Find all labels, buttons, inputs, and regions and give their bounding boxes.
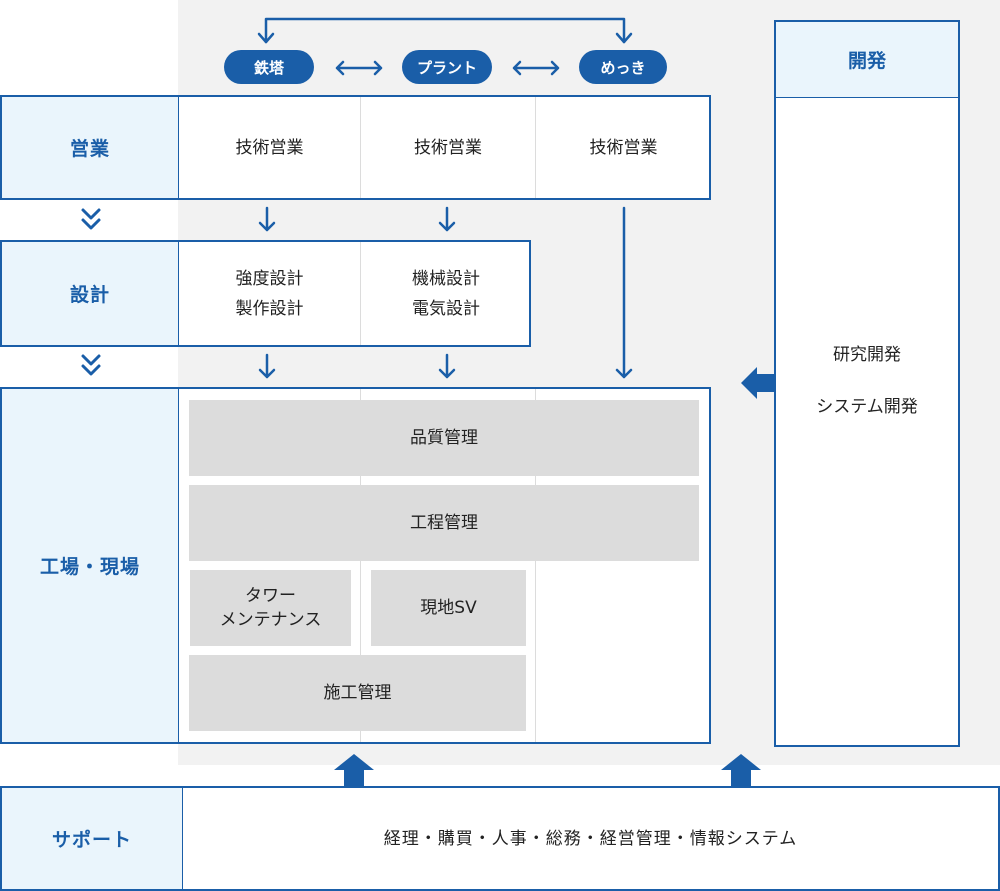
research-development: 研究開発 [833,345,901,365]
divider [360,242,361,345]
development-header: 開発 [776,22,958,98]
divider [360,97,361,198]
double-arrow-2 [512,60,560,76]
arrow-up-bold-2 [721,754,761,786]
arrow-left-bold [741,367,776,399]
factory-row: 工場・現場 品質管理 工程管理 タワー メンテナンス 現地SV 施工管理 [0,387,711,744]
onsite-sv: 現地SV [371,570,526,646]
tech-sales-1: 技術営業 [235,137,304,158]
arrow-plating-to-factory [615,206,633,379]
arrow-sales-to-design-2 [438,206,456,232]
arrow-sales-to-design-1 [258,206,276,232]
sales-header: 営業 [2,97,179,198]
arrow-design-to-factory-1 [258,353,276,379]
top-bracket-arrowhead-right [615,32,633,44]
design-row: 設計 強度設計 製作設計 機械設計 電気設計 [0,240,531,347]
tower-maintenance: タワー メンテナンス [190,570,351,646]
construction-management: 施工管理 [189,655,526,731]
tower-pill: 鉄塔 [224,50,314,84]
process-control: 工程管理 [189,485,699,561]
electrical-design: 電気設計 [412,298,480,319]
fabrication-design: 製作設計 [235,298,304,319]
design-cell-strength: 強度設計 製作設計 [179,242,360,345]
system-development: システム開発 [816,397,918,417]
tower-maintenance-line2: メンテナンス [219,610,322,630]
plating-pill: めっき [579,50,667,84]
arrow-design-to-factory-2 [438,353,456,379]
support-header: サポート [2,788,183,889]
chevron-double-2 [81,354,101,376]
sales-row: 営業 技術営業 技術営業 技術営業 [0,95,711,200]
chevron-double-1 [81,208,101,230]
arrow-up-bold-1 [334,754,374,786]
development-items: 研究開発 システム開発 [776,342,958,420]
quality-control: 品質管理 [189,400,699,476]
factory-header: 工場・現場 [2,389,179,742]
mechanical-design: 機械設計 [412,268,480,289]
divider [535,389,536,742]
top-bracket-line [264,17,626,44]
strength-design: 強度設計 [235,268,304,289]
plant-pill: プラント [402,50,492,84]
tech-sales-3: 技術営業 [589,137,658,158]
divider [360,389,361,742]
tower-maintenance-line1: タワー [245,586,296,606]
design-cell-mechanical: 機械設計 電気設計 [361,242,531,345]
tech-sales-2: 技術営業 [414,137,482,158]
support-row: サポート 経理・購買・人事・総務・経営管理・情報システム [0,786,1000,891]
double-arrow-1 [335,60,383,76]
support-functions: 経理・購買・人事・総務・経営管理・情報システム [383,828,798,849]
divider [535,97,536,198]
design-header: 設計 [2,242,179,345]
top-bracket-arrowhead-left [257,32,275,44]
